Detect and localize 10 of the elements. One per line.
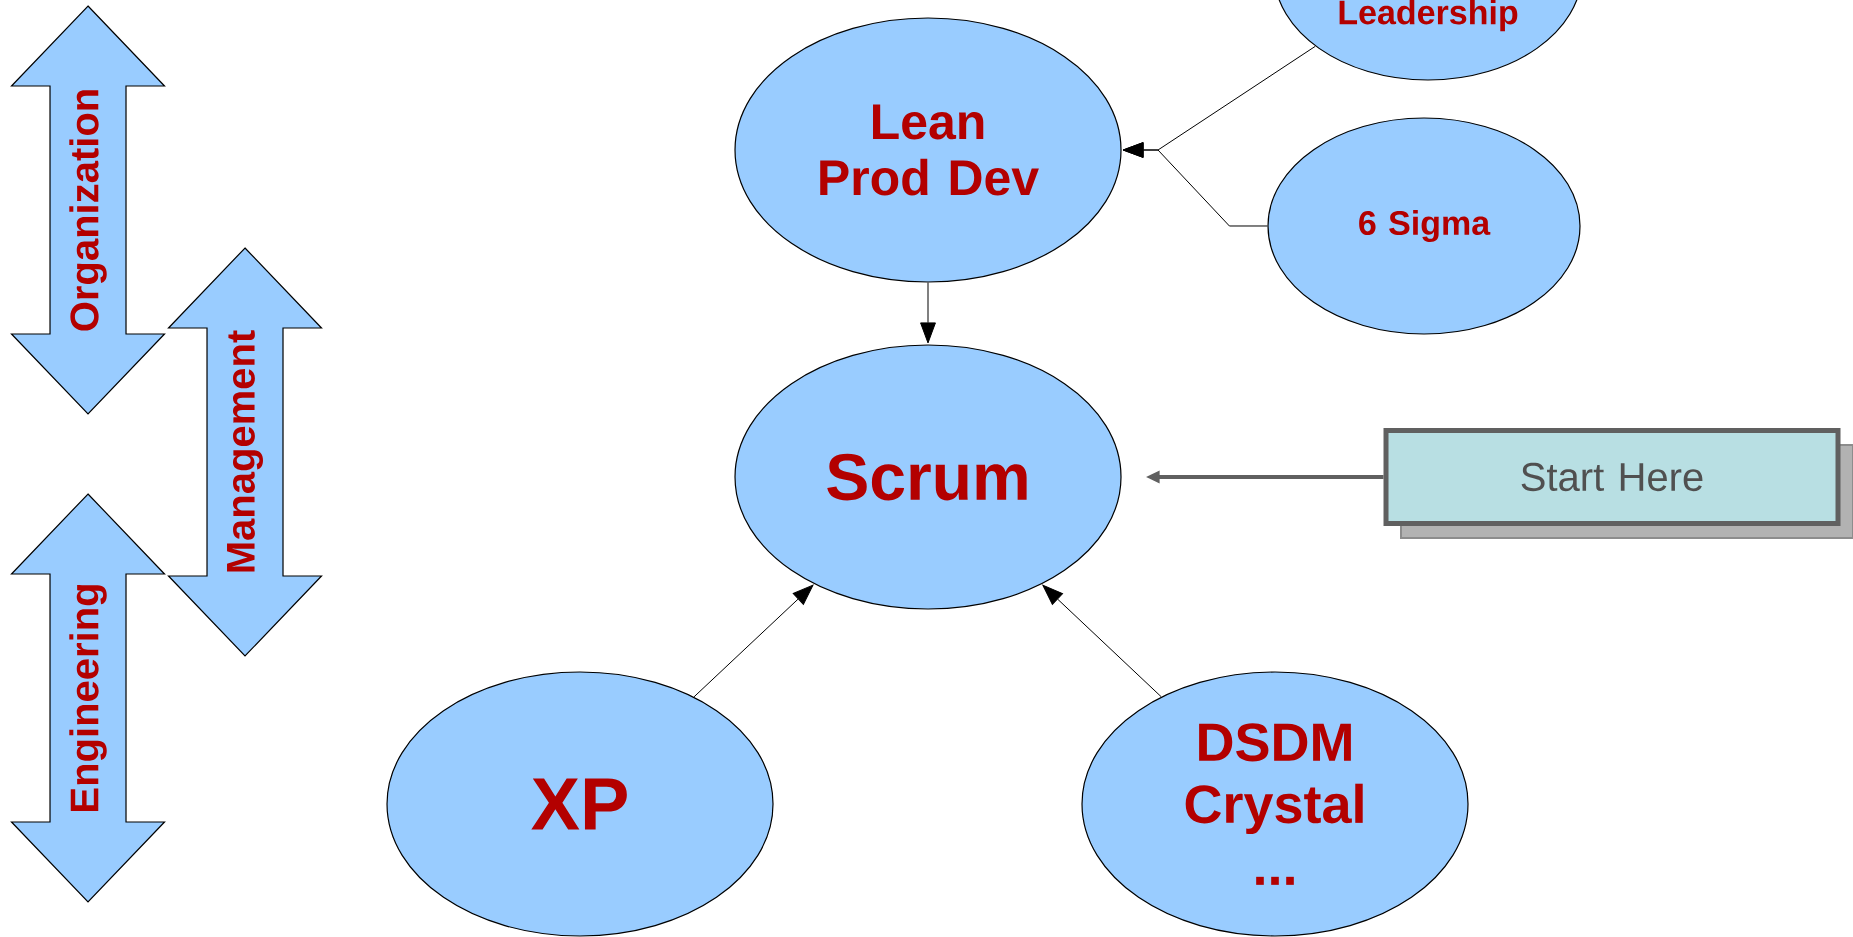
ellipse-node: Scrum bbox=[734, 344, 1122, 610]
ellipse-node: Lean Prod Dev bbox=[734, 17, 1122, 283]
ellipse-node: XP bbox=[386, 671, 774, 937]
arrow bbox=[1122, 142, 1268, 227]
arrow bbox=[920, 282, 936, 344]
ellipse-node: DSDM Crystal ... bbox=[1081, 671, 1469, 937]
arrow bbox=[693, 584, 814, 698]
start-box: Start Here bbox=[1383, 428, 1853, 539]
ellipse-node: 6 Sigma bbox=[1267, 117, 1581, 335]
arrow bbox=[1042, 584, 1162, 698]
